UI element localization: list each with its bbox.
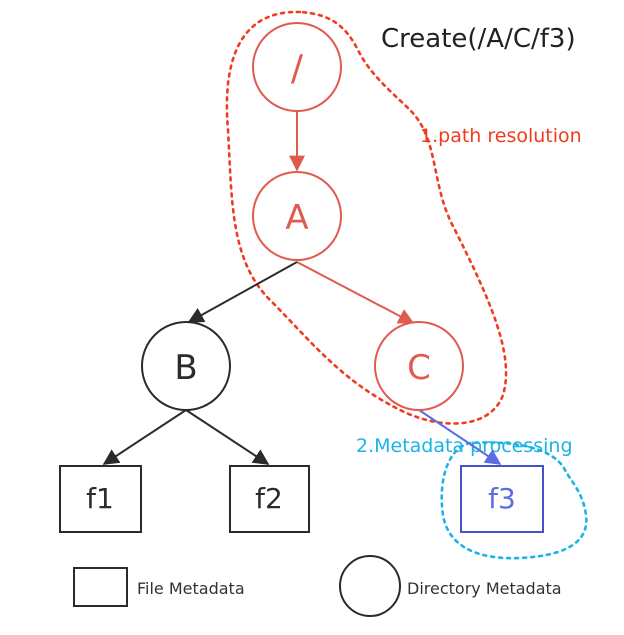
node-c: C: [374, 321, 464, 411]
node-f2-label: f2: [255, 482, 283, 515]
node-root: /: [252, 22, 342, 112]
node-a: A: [252, 171, 342, 261]
node-f3: f3: [460, 465, 544, 533]
edge-b-to-f2: [185, 409, 270, 465]
path-resolution-region: [225, 10, 508, 425]
node-f1-label: f1: [86, 482, 114, 515]
path-resolution-label: 1.path resolution: [420, 125, 582, 147]
edge-a-to-b: [187, 261, 298, 323]
legend-directory-swatch: [339, 555, 401, 617]
legend-file-swatch: [73, 567, 128, 607]
edge-a-to-c: [296, 261, 415, 324]
node-f3-label: f3: [488, 482, 516, 515]
node-f1: f1: [59, 465, 142, 533]
node-a-label: A: [285, 198, 308, 238]
diagram-title: Create(/A/C/f3): [381, 24, 576, 54]
node-c-label: C: [407, 348, 431, 388]
node-b: B: [141, 321, 231, 411]
edge-b-to-f1: [102, 409, 187, 465]
legend-file-label: File Metadata: [137, 579, 245, 598]
metadata-processing-region: [440, 441, 588, 560]
node-f2: f2: [229, 465, 310, 533]
node-b-label: B: [174, 348, 197, 388]
legend-directory-label: Directory Metadata: [407, 579, 562, 598]
metadata-processing-label: 2.Metadata processing: [356, 435, 573, 457]
legend: File Metadata Directory Metadata: [73, 555, 562, 617]
edge-c-to-f3: [418, 409, 502, 465]
node-root-label: /: [291, 48, 304, 89]
